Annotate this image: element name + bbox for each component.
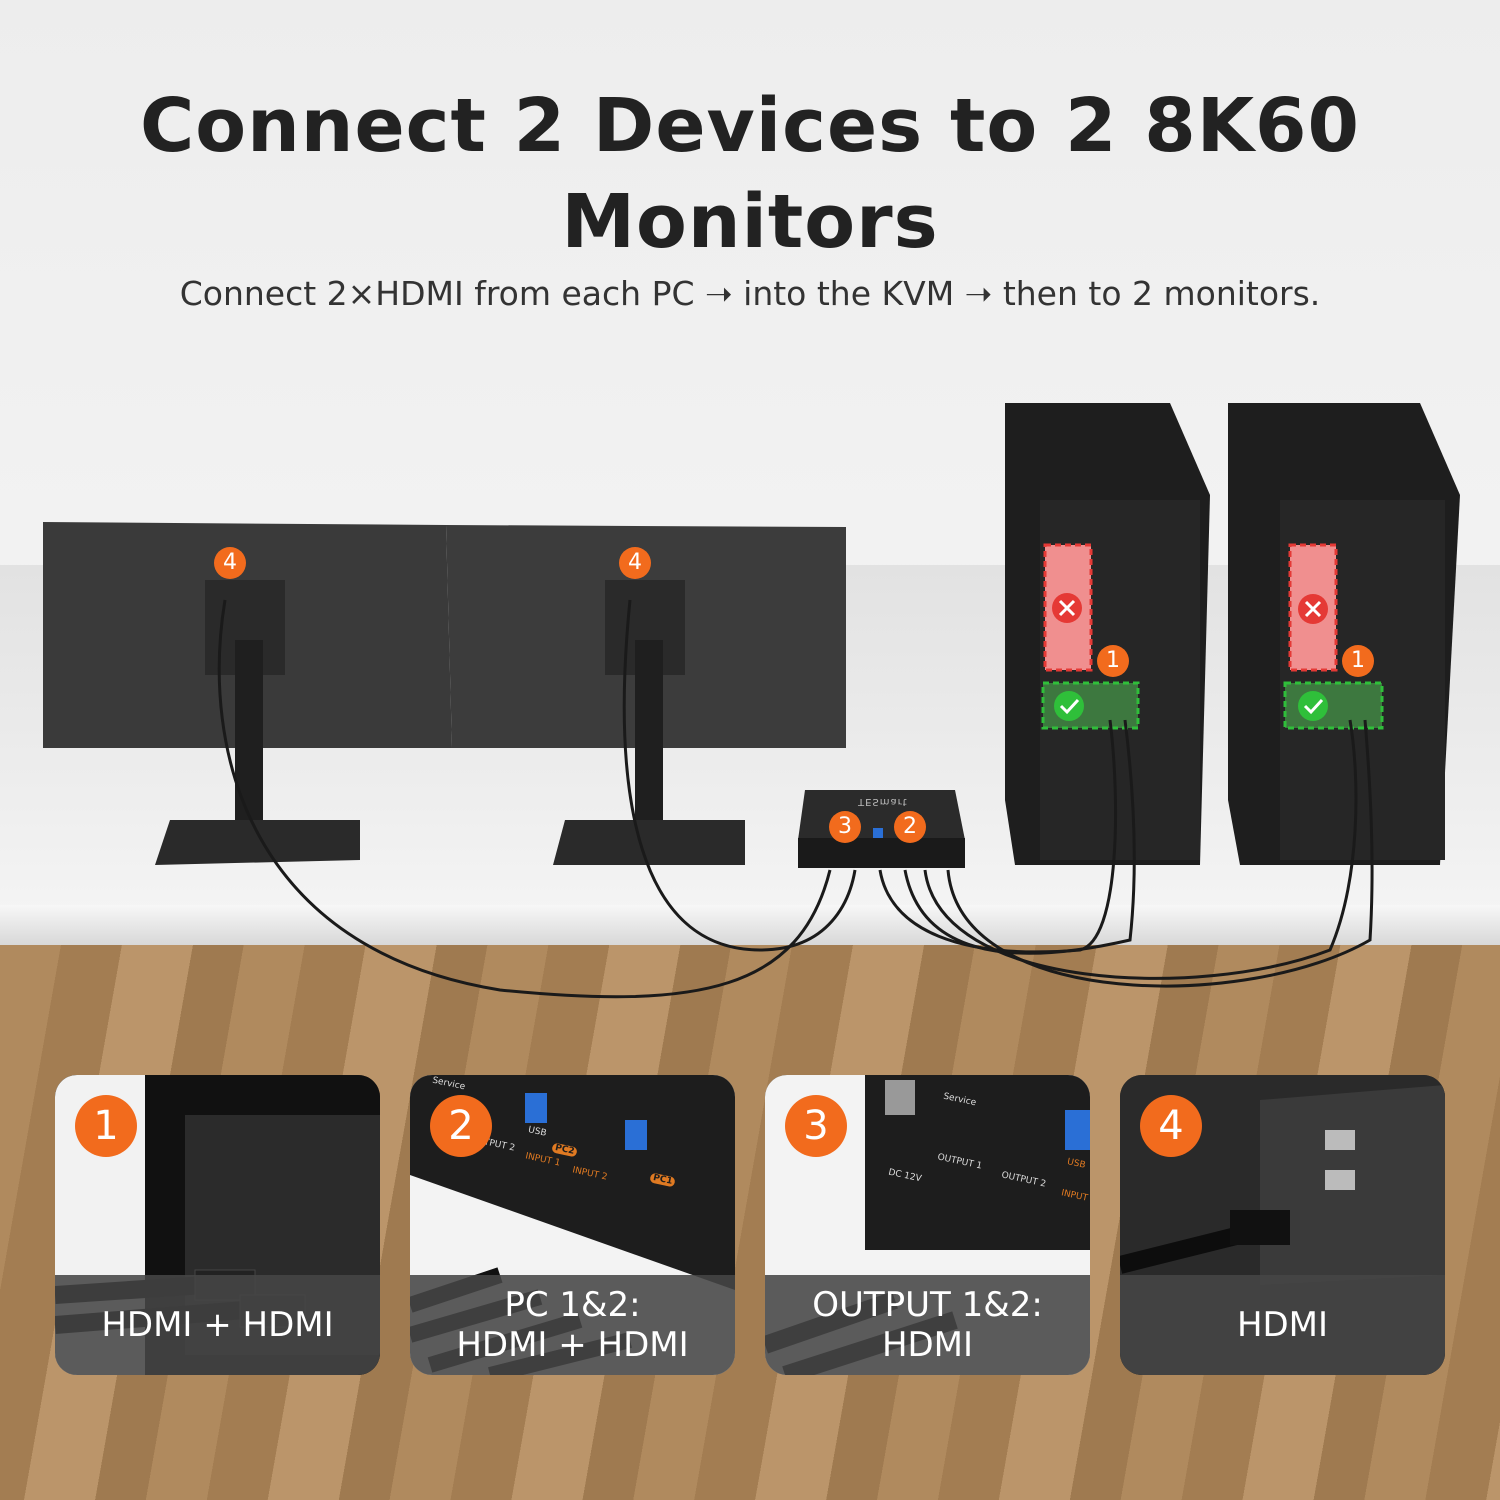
step-number: 3 xyxy=(785,1095,847,1157)
step-caption: PC 1&2:HDMI + HDMI xyxy=(410,1275,735,1375)
step-number: 4 xyxy=(1140,1095,1202,1157)
pc-tower-left xyxy=(1005,403,1210,865)
step-number: 1 xyxy=(75,1095,137,1157)
step-number: 2 xyxy=(430,1095,492,1157)
page-title: Connect 2 Devices to 2 8K60 Monitors xyxy=(139,83,1361,265)
step-badge-kvm-output: 3 xyxy=(829,811,861,843)
monitor-left xyxy=(43,522,452,865)
kvm-brand-logo: TESmart xyxy=(858,796,908,807)
setup-illustration xyxy=(43,403,1460,999)
step-badge-monitor-right: 4 xyxy=(619,547,651,579)
step-panel-2: Service OUTPUT 2 USB PC2 INPUT 1 INPUT 2… xyxy=(410,1075,735,1375)
step-caption: OUTPUT 1&2:HDMI xyxy=(765,1275,1090,1375)
step-badge-kvm-input: 2 xyxy=(894,811,926,843)
step-badge-pc-right: 1 xyxy=(1342,645,1374,677)
step-badge-monitor-left: 4 xyxy=(214,547,246,579)
step-panel-3: Service OUTPUT 1 OUTPUT 2 DC 12V USB INP… xyxy=(765,1075,1090,1375)
pc-tower-right xyxy=(1228,403,1460,865)
monitor-right xyxy=(446,525,846,865)
page-subtitle: Connect 2×HDMI from each PC ➝ into the K… xyxy=(179,274,1321,313)
hdmi-cables xyxy=(217,599,1374,999)
step-panel-1: 1 HDMI + HDMI xyxy=(55,1075,380,1375)
desk-edge xyxy=(0,905,1500,945)
step-panel-4: 4 HDMI xyxy=(1120,1075,1445,1375)
step-badge-pc-left: 1 xyxy=(1097,645,1129,677)
step-caption: HDMI xyxy=(1120,1275,1445,1375)
step-caption: HDMI + HDMI xyxy=(55,1275,380,1375)
